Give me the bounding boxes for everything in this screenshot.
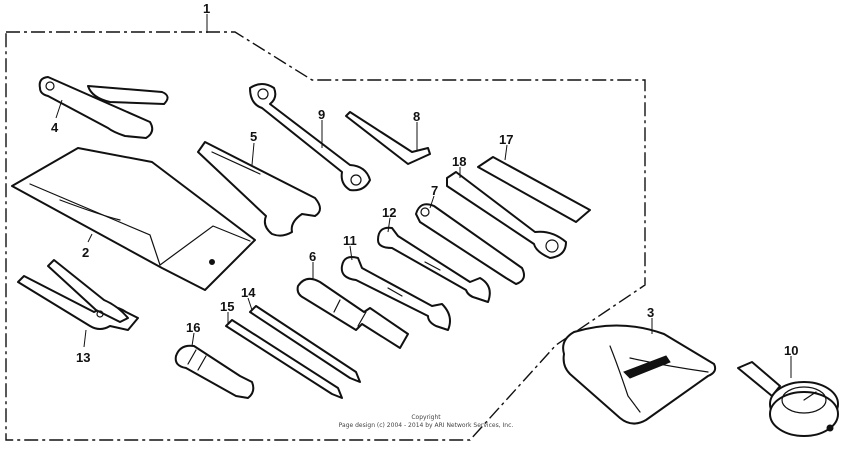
callout-1[interactable]: 1: [203, 1, 210, 16]
box-wrench-7-part[interactable]: [415, 195, 525, 285]
screwdriver-handle-part[interactable]: [247, 297, 361, 383]
screwdriver-grip-part[interactable]: [174, 332, 255, 399]
socket-wrench-part[interactable]: [296, 262, 409, 349]
tire-gauge-part[interactable]: [737, 356, 839, 437]
callout-13[interactable]: 13: [76, 350, 90, 365]
screwdriver-bit-part[interactable]: [225, 312, 343, 399]
pliers-part[interactable]: [17, 259, 139, 348]
callout-4[interactable]: 4: [51, 120, 59, 135]
callout-17[interactable]: 17: [499, 132, 513, 147]
callout-8[interactable]: 8: [413, 109, 420, 124]
wrench-18-part[interactable]: [446, 167, 567, 259]
callout-3[interactable]: 3: [647, 305, 654, 320]
hex-wrench-part[interactable]: [345, 111, 431, 165]
open-wrench-12-part[interactable]: [377, 217, 491, 303]
kit-boundary: [5, 14, 646, 441]
callout-14[interactable]: 14: [241, 285, 256, 300]
copyright-line-1: Copyright: [411, 414, 441, 421]
callout-2[interactable]: 2: [82, 245, 89, 260]
tool-bag-part[interactable]: [11, 147, 256, 291]
callout-16[interactable]: 16: [186, 320, 200, 335]
callout-10[interactable]: 10: [784, 343, 798, 358]
callout-9[interactable]: 9: [318, 107, 325, 122]
callout-5[interactable]: 5: [250, 129, 257, 144]
offset-box-wrench-part[interactable]: [249, 83, 371, 192]
callout-11[interactable]: 11: [343, 233, 357, 248]
copyright-notice: Copyright Page design (c) 2004 - 2014 by…: [339, 414, 514, 429]
tool-case-part[interactable]: [562, 318, 717, 425]
callout-12[interactable]: 12: [382, 205, 396, 220]
pin-spanner-part[interactable]: [197, 141, 321, 237]
callout-18[interactable]: 18: [452, 154, 466, 169]
extension-bar-part[interactable]: [477, 144, 591, 223]
callout-6[interactable]: 6: [309, 249, 316, 264]
callout-15[interactable]: 15: [220, 299, 234, 314]
open-wrench-11-part[interactable]: [340, 245, 451, 331]
callout-7[interactable]: 7: [431, 183, 438, 198]
spoke-wrench-part[interactable]: [38, 76, 169, 139]
copyright-line-2: Page design (c) 2004 - 2014 by ARI Netwo…: [339, 422, 514, 429]
callout-labels: 1 2 3 4 5 6 7 8 9 10 11 12 13 14 15 16 1…: [51, 1, 798, 365]
